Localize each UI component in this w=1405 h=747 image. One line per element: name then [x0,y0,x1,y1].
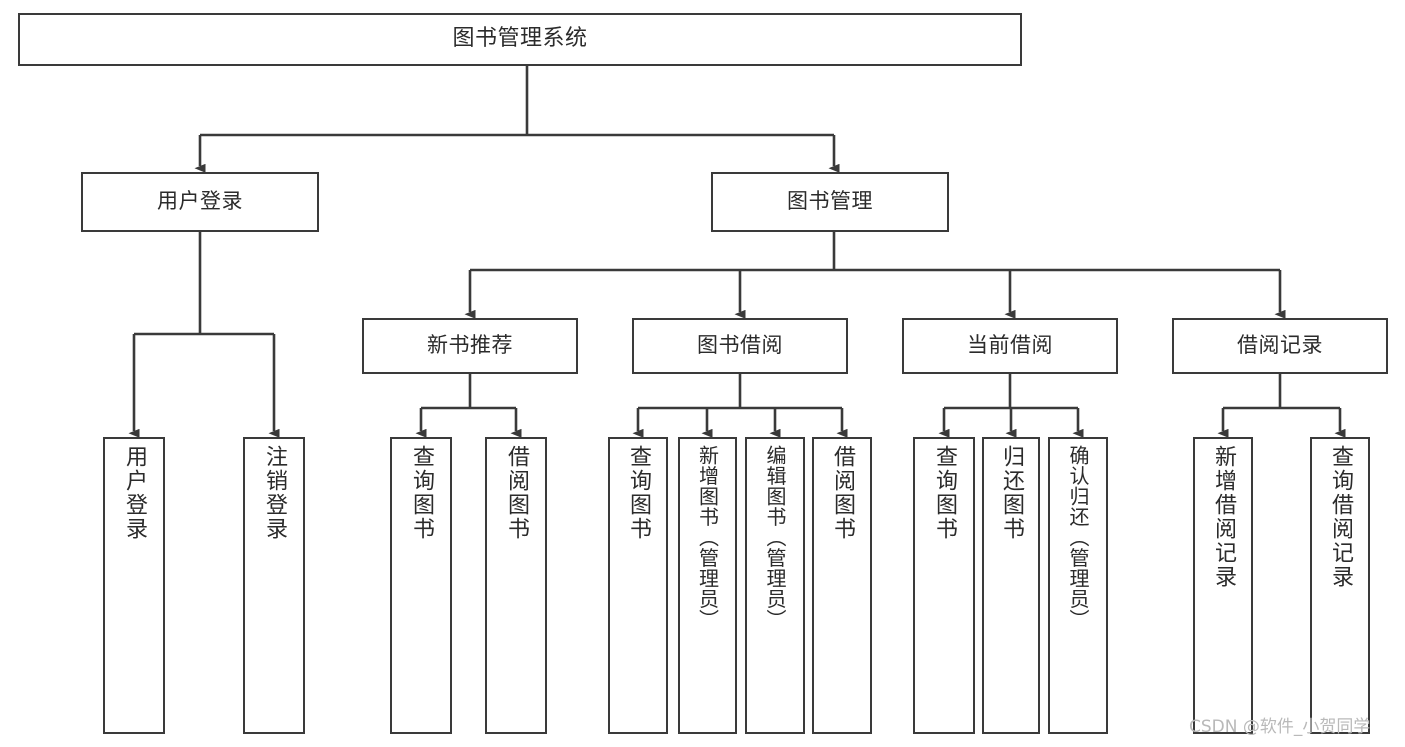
node-label: 当前借阅 [967,333,1053,358]
node-label: 查询借阅记录 [1328,445,1353,589]
node-book-management[interactable]: 图书管理 [711,172,949,232]
node-label: 新书推荐 [427,333,513,358]
node-label: 编辑图书（管理员） [763,445,787,630]
node-book-borrowing[interactable]: 图书借阅 [632,318,848,374]
node-book-management-system[interactable]: 图书管理系统 [18,13,1022,66]
node-label: 借阅图书 [830,445,855,541]
node-borrowing-record[interactable]: 借阅记录 [1172,318,1388,374]
node-user-login[interactable]: 用户登录 [81,172,319,232]
leaf-query-borrow-record[interactable]: 查询借阅记录 [1310,437,1370,734]
node-label: 查询图书 [409,445,434,541]
leaf-current-query-book[interactable]: 查询图书 [913,437,975,734]
node-label: 图书管理系统 [452,26,588,52]
node-label: 借阅图书 [504,445,529,541]
leaf-add-book-admin[interactable]: 新增图书（管理员） [678,437,737,734]
node-label: 借阅记录 [1237,333,1323,358]
leaf-borrowing-query-book[interactable]: 查询图书 [608,437,668,734]
node-label: 查询图书 [626,445,651,541]
node-label: 归还图书 [999,445,1024,541]
node-label: 新增借阅记录 [1211,445,1236,589]
node-label: 查询图书 [932,445,957,541]
node-current-borrowing[interactable]: 当前借阅 [902,318,1118,374]
node-label: 用户登录 [122,445,147,541]
leaf-borrow-book[interactable]: 借阅图书 [812,437,872,734]
node-new-book-recommendation[interactable]: 新书推荐 [362,318,578,374]
leaf-user-login[interactable]: 用户登录 [103,437,165,734]
node-label: 注销登录 [262,445,287,541]
leaf-logout[interactable]: 注销登录 [243,437,305,734]
node-label: 新增图书（管理员） [695,445,720,630]
leaf-add-borrow-record[interactable]: 新增借阅记录 [1193,437,1253,734]
leaf-edit-book-admin[interactable]: 编辑图书（管理员） [745,437,805,734]
watermark: CSDN @软件_小贺同学 [1189,717,1371,737]
node-label: 图书管理 [787,189,873,214]
node-label: 图书借阅 [697,333,783,358]
leaf-return-book[interactable]: 归还图书 [982,437,1040,734]
leaf-recommend-query-book[interactable]: 查询图书 [390,437,452,734]
leaf-recommend-borrow-book[interactable]: 借阅图书 [485,437,547,734]
node-label: 用户登录 [157,189,243,214]
leaf-confirm-return-admin[interactable]: 确认归还（管理员） [1048,437,1108,734]
node-label: 确认归还（管理员） [1066,445,1090,630]
